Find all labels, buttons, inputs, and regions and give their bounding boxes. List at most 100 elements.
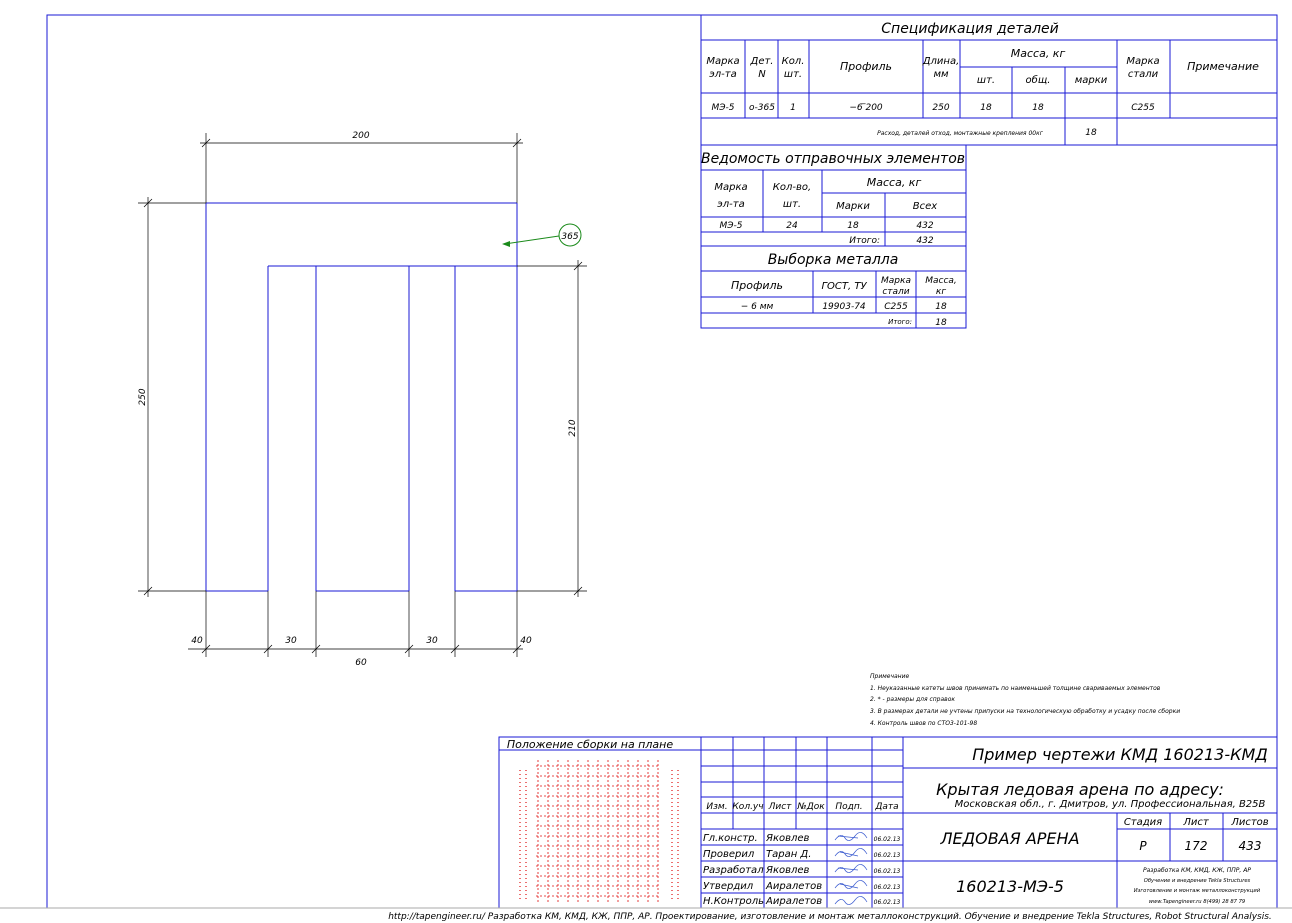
col-header-date: Дата (874, 802, 898, 812)
metal-header-mass-2: кг (936, 287, 946, 297)
role-label: Гл.констр. (703, 833, 758, 844)
role-date: 06.02.13 (874, 852, 901, 859)
shipping-header-mass-mark: Марки (836, 201, 870, 212)
spec-footer-value: 18 (1085, 128, 1097, 138)
dim-bottom-c: 30 (426, 636, 438, 646)
role-date: 06.02.13 (874, 884, 901, 891)
stage-label: Стадия (1124, 817, 1162, 828)
role-rows: Гл.констр. Яковлев 06.02.13 Проверил Тар… (703, 833, 901, 907)
spec-row-qty: 1 (790, 103, 796, 113)
col-header-sign: Подп. (835, 802, 862, 812)
note-item-4: 4. Контроль швов по СТО3-101-98 (870, 720, 977, 727)
spec-header-mass-mark: марки (1075, 75, 1108, 86)
spec-header-length: Длина, (922, 56, 960, 67)
shipping-header-mark: Марка (714, 182, 747, 193)
spec-header-mass-pc: шт. (977, 75, 995, 86)
spec-row-profile: −6 ̅200 (849, 103, 883, 113)
company-line-3: Изготовление и монтаж металлоконструкций (1134, 888, 1261, 894)
spec-header-mark-2: эл-та (709, 69, 736, 80)
role-label: Утвердил (703, 881, 754, 892)
role-name: Яковлев (765, 833, 810, 844)
metal-row-mass: 18 (935, 302, 947, 312)
metal-header-steel-2: стали (882, 287, 909, 297)
drawing-code: 160213-МЭ-5 (956, 877, 1064, 896)
dim-bottom-span: 60 (355, 658, 367, 668)
role-date: 06.02.13 (874, 868, 901, 875)
spec-header-mark: Марка (706, 56, 739, 67)
spec-footer-label: Расход, деталей отход, монтажные креплен… (877, 130, 1044, 137)
role-name: Аиралетов (765, 896, 822, 907)
role-name: Таран Д. (766, 849, 811, 860)
shipping-row-mark: МЭ-5 (719, 221, 742, 231)
dim-height-left: 250 (138, 388, 148, 405)
spec-row-length: 250 (932, 103, 949, 113)
role-label: Разработал (703, 864, 764, 876)
spec-header-steel-2: стали (1128, 69, 1159, 80)
note-item-1: 1. Неуказанные катеты швов принимать по … (870, 685, 1161, 692)
metal-header-gost: ГОСТ, ТУ (821, 281, 867, 292)
dim-bottom-d: 40 (520, 636, 532, 646)
spec-header-profile: Профиль (840, 60, 892, 73)
role-name: Яковлев (765, 865, 810, 876)
company-line-1: Разработка КМ, КМД, КЖ, ППР, АР (1143, 867, 1251, 874)
col-header-list: Лист (768, 802, 793, 812)
shipping-header-mark-2: эл-та (717, 199, 744, 210)
dim-bottom-b: 30 (285, 636, 297, 646)
shipping-title: Ведомость отправочных элементов (701, 151, 965, 167)
note-item-2: 2. * - размеры для справок (870, 696, 955, 703)
spec-header-length-2: мм (933, 69, 949, 80)
note-item-3: 3. В размерах детали не учтены припуски … (870, 708, 1180, 715)
key-plan-grid (519, 760, 679, 902)
notes-title: Примечание (870, 673, 909, 680)
role-date: 06.02.13 (874, 836, 901, 843)
spec-header-det-2: N (758, 69, 766, 80)
spec-title: Спецификация деталей (881, 21, 1058, 37)
part-callout-bubble (558, 223, 582, 247)
shipping-header-mass: Масса, кг (867, 176, 922, 189)
dim-width-top: 200 (352, 131, 369, 141)
shipping-row-mass-mark: 18 (847, 221, 859, 231)
col-header-izm: Изм. (706, 802, 727, 812)
company-line-2: Обучение и внедрение Tekla Structures (1144, 878, 1251, 884)
metal-header-profile: Профиль (731, 279, 783, 292)
signatures (834, 832, 868, 905)
sheet-label: Лист (1182, 817, 1210, 828)
spec-row-det: о-365 (749, 103, 775, 113)
metal-row-gost: 19903-74 (822, 302, 866, 312)
metal-row-profile: − 6 мм (741, 302, 774, 312)
role-name: Аиралетов (765, 881, 822, 892)
object-address: Московская обл., г. Дмитров, ул. Професс… (955, 798, 1266, 810)
shipping-row-mass-all: 432 (916, 221, 933, 231)
stage-value: Р (1139, 839, 1147, 853)
dim-bottom-a: 40 (191, 636, 203, 646)
spec-header-mass-total: общ. (1026, 74, 1051, 86)
shipping-header-qty: Кол-во, (773, 182, 811, 193)
metal-title: Выборка металла (768, 252, 899, 268)
spec-header-qty-2: шт. (784, 69, 802, 80)
shipping-table: Ведомость отправочных элементов Марка эл… (700, 144, 967, 247)
building-name: ЛЕДОВАЯ АРЕНА (939, 829, 1079, 848)
spec-header-qty: Кол. (782, 56, 805, 67)
title-block: Положение сборки на плане Изм. Кол.уч Ли… (498, 736, 1278, 909)
spec-row-steel: С255 (1131, 103, 1155, 113)
metal-table: Выборка металла Профиль ГОСТ, ТУ Марка с… (700, 245, 967, 329)
dim-height-right: 210 (568, 419, 578, 436)
project-title: Пример чертежи КМД 160213-КМД (972, 745, 1268, 764)
col-header-kol: Кол.уч (732, 802, 763, 812)
object-title: Крытая ледовая арена по адресу: (936, 780, 1224, 799)
spec-row-mark: МЭ-5 (711, 103, 734, 113)
metal-header-mass: Масса, (925, 276, 957, 286)
sheets-value: 433 (1239, 839, 1262, 853)
part-drawing: 200 250 210 40 30 30 40 60 (138, 131, 587, 668)
sheets-label: Листов (1230, 817, 1268, 828)
shipping-header-qty-2: шт. (783, 199, 801, 210)
spec-row-mass-pc: 18 (980, 103, 992, 113)
metal-total-label: Итого: (888, 318, 912, 326)
sheet-frame (46, 14, 1278, 909)
metal-row-steel: С255 (884, 302, 908, 312)
shipping-row-qty: 24 (786, 221, 798, 231)
spec-header-steel: Марка (1126, 56, 1159, 67)
footer-text: http://tapengineer.ru/ Разработка КМ, КМ… (388, 912, 1272, 922)
notes-block: Примечание 1. Неуказанные катеты швов пр… (870, 673, 1180, 727)
col-header-doc: №Док (796, 802, 825, 812)
